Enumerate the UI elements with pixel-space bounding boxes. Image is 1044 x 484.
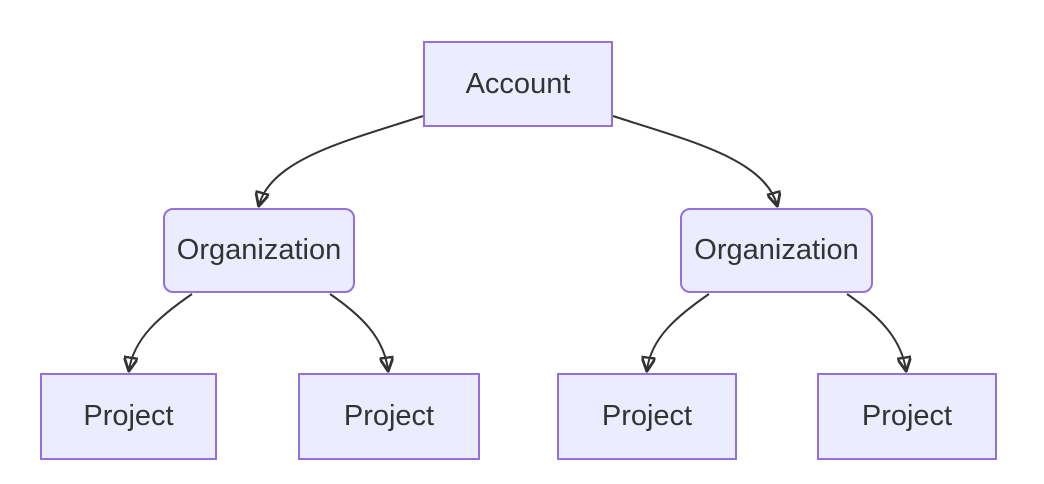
node-project-4: Project (817, 373, 997, 460)
node-project-3: Project (557, 373, 737, 460)
edge-organization-left-to-project-2 (329, 293, 388, 370)
node-organization-right-label: Organization (694, 234, 859, 266)
node-project-1-label: Project (83, 400, 174, 432)
edge-organization-right-to-project-3 (647, 293, 710, 370)
node-organization-left: Organization (163, 208, 355, 293)
node-project-3-label: Project (601, 400, 693, 432)
node-account-label: Account (465, 67, 571, 100)
edge-account-to-organization-left (259, 115, 424, 205)
node-project-2-label: Project (343, 400, 435, 432)
node-project-1: Project (40, 373, 217, 460)
node-organization-right: Organization (680, 208, 873, 293)
node-account: Account (423, 41, 613, 127)
node-organization-left-label: Organization (176, 234, 342, 266)
edge-account-to-organization-right (612, 115, 777, 205)
node-project-2: Project (298, 373, 480, 460)
edge-organization-left-to-project-1 (129, 293, 193, 370)
node-project-4-label: Project (861, 400, 953, 432)
edge-organization-right-to-project-4 (846, 293, 906, 370)
